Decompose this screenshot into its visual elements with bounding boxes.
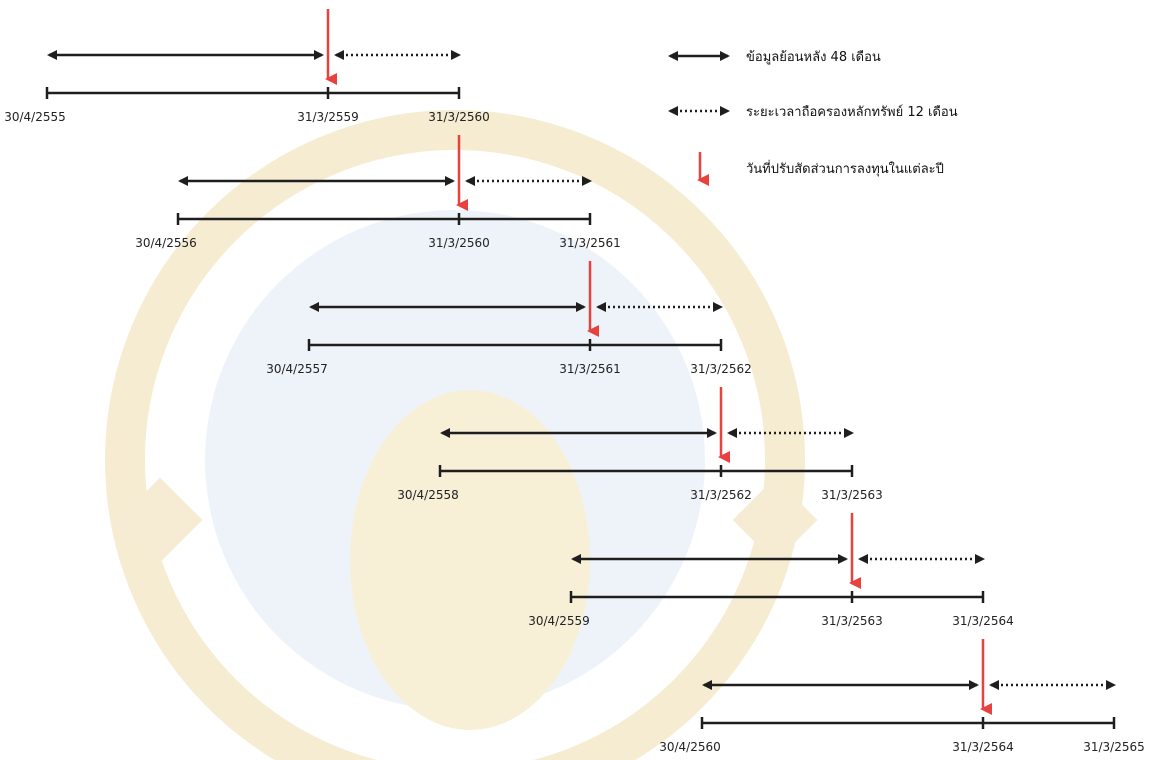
- start-date-label: 30/4/2559: [528, 614, 590, 628]
- rebalance-date-label: 31/3/2563: [821, 614, 883, 628]
- end-date-label: 31/3/2565: [1083, 740, 1145, 754]
- legend-lookback-label: ข้อมูลย้อนหลัง 48 เดือน: [746, 49, 881, 65]
- start-date-label: 30/4/2557: [266, 362, 328, 376]
- end-date-label: 31/3/2564: [952, 614, 1014, 628]
- rebalance-date-label: 31/3/2562: [690, 488, 752, 502]
- rebalance-date-label: 31/3/2559: [297, 110, 359, 124]
- legend-rebalance-label: วันที่ปรับสัดส่วนการลงทุนในแต่ละปี: [746, 160, 944, 177]
- start-date-label: 30/4/2560: [659, 740, 721, 754]
- rebalance-date-label: 31/3/2561: [559, 362, 621, 376]
- end-date-label: 31/3/2560: [428, 110, 490, 124]
- start-date-label: 30/4/2555: [4, 110, 66, 124]
- start-date-label: 30/4/2558: [397, 488, 459, 502]
- end-date-label: 31/3/2561: [559, 236, 621, 250]
- rebalance-date-label: 31/3/2564: [952, 740, 1014, 754]
- rebalance-date-label: 31/3/2560: [428, 236, 490, 250]
- legend-holding-label: ระยะเวลาถือครองหลักทรัพย์ 12 เดือน: [746, 104, 958, 120]
- end-date-label: 31/3/2562: [690, 362, 752, 376]
- end-date-label: 31/3/2563: [821, 488, 883, 502]
- start-date-label: 30/4/2556: [135, 236, 197, 250]
